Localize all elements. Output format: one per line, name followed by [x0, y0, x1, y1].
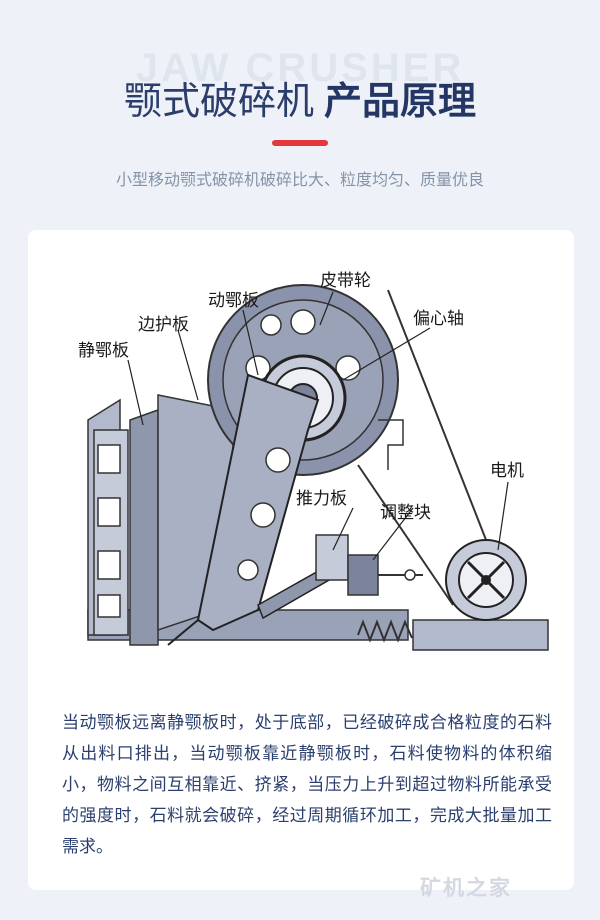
title-watermark: JAW CRUSHER	[135, 46, 465, 90]
label-moving-jaw: 动鄂板	[208, 291, 259, 311]
fixed-jaw-plate	[129, 408, 159, 646]
title-main: 颚式破碎机	[123, 79, 314, 123]
content-card: 皮带轮 动鄂板 边护板 静鄂板 偏心轴 电机 推力板 调整块 当动颚板远离静颚板…	[28, 230, 574, 890]
page-subtitle: 小型移动颚式破碎机破碎比大、粒度均匀、质量优良	[115, 170, 484, 189]
label-adjust-block: 调整块	[380, 503, 431, 523]
label-fixed-jaw: 静鄂板	[78, 341, 129, 361]
label-eccentric-shaft: 偏心轴	[413, 309, 464, 329]
title-underline	[272, 140, 328, 146]
toggle-seat	[315, 534, 349, 581]
tension-spring	[357, 619, 413, 643]
page-title: 颚式破碎机产品原理	[0, 70, 600, 125]
adjust-block	[347, 554, 379, 596]
label-toggle-plate: 推力板	[296, 489, 347, 509]
principle-description: 当动颚板远离静颚板时，处于底部，已经破碎成合格粒度的石料从出料口排出，当动颚板靠…	[62, 713, 552, 857]
brand-watermark: 矿机之家	[420, 876, 512, 900]
motor-base	[412, 619, 549, 651]
label-pulley: 皮带轮	[320, 271, 371, 291]
label-side-guard: 边护板	[138, 315, 189, 335]
title-emphasis: 产品原理	[324, 79, 477, 123]
label-motor: 电机	[490, 461, 524, 481]
jaw-crusher-diagram: 皮带轮 动鄂板 边护板 静鄂板 偏心轴 电机 推力板 调整块	[78, 271, 549, 651]
